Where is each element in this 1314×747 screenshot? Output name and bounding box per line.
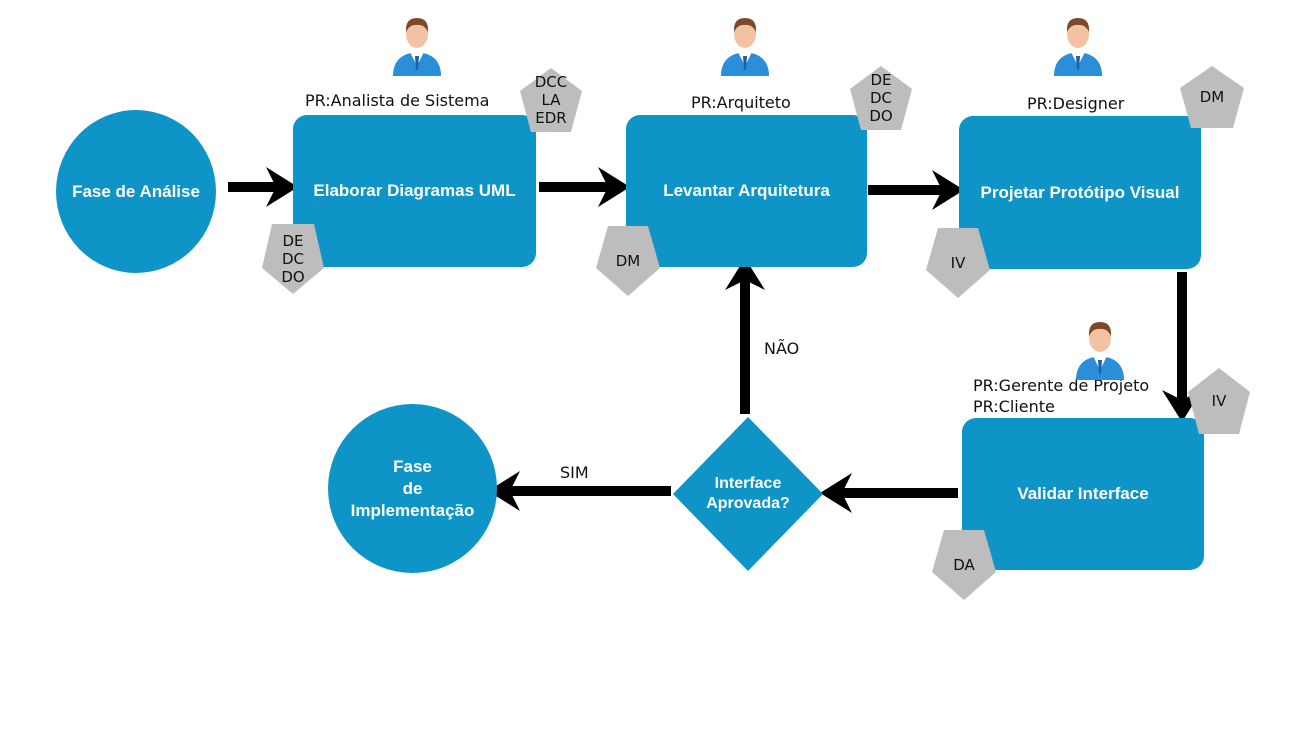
levantar-arquitetura-node: Levantar Arquitetura (626, 115, 867, 267)
role-gerente: PR:Gerente de Projeto (973, 376, 1150, 395)
role-analista: PR:Analista de Sistema (305, 91, 490, 110)
edge-label-sim: SIM (560, 463, 589, 482)
elaborar-diagramas-node: Elaborar Diagramas UML (293, 115, 536, 267)
projetar-prototipo-node: Projetar Protótipo Visual (959, 116, 1201, 269)
fase-analise-label: Fase de Análise (72, 181, 200, 201)
validar-interface-label: Validar Interface (1017, 484, 1149, 503)
person-icon (721, 18, 769, 76)
artifact-validar-out: DA (932, 530, 996, 600)
artifact-elaborar-out: DCC LA EDR (520, 68, 582, 132)
edge-label-nao: NÃO (764, 339, 800, 358)
validar-interface-node: Validar Interface (962, 418, 1204, 570)
fase-analise-node: Fase de Análise (56, 110, 216, 273)
role-cliente: PR:Cliente (973, 397, 1055, 416)
decisao-label: Interface Aprovada? (706, 475, 790, 512)
artifact-levantar-out: DE DC DO (850, 66, 912, 130)
decision-diamond (673, 417, 823, 571)
elaborar-diagramas-label: Elaborar Diagramas UML (313, 181, 516, 200)
artifact-levantar-in: DM (596, 226, 660, 296)
artifact-projetar-in: IV (926, 228, 990, 298)
fase-implementacao-node: Fase de Implementação (328, 404, 497, 573)
levantar-arquitetura-label: Levantar Arquitetura (663, 181, 830, 200)
fase-implementacao-label: Fase de Implementação (350, 456, 475, 520)
artifact-elaborar-in: DE DC DO (262, 224, 324, 294)
role-designer: PR:Designer (1027, 94, 1125, 113)
person-icon (1054, 18, 1102, 76)
artifact-projetar-out: DM (1180, 66, 1244, 128)
person-icon (393, 18, 441, 76)
role-arquiteto: PR:Arquiteto (691, 93, 791, 112)
artifact-validar-in: IV (1188, 368, 1250, 434)
projetar-prototipo-label: Projetar Protótipo Visual (980, 182, 1180, 202)
person-icon (1076, 322, 1124, 380)
